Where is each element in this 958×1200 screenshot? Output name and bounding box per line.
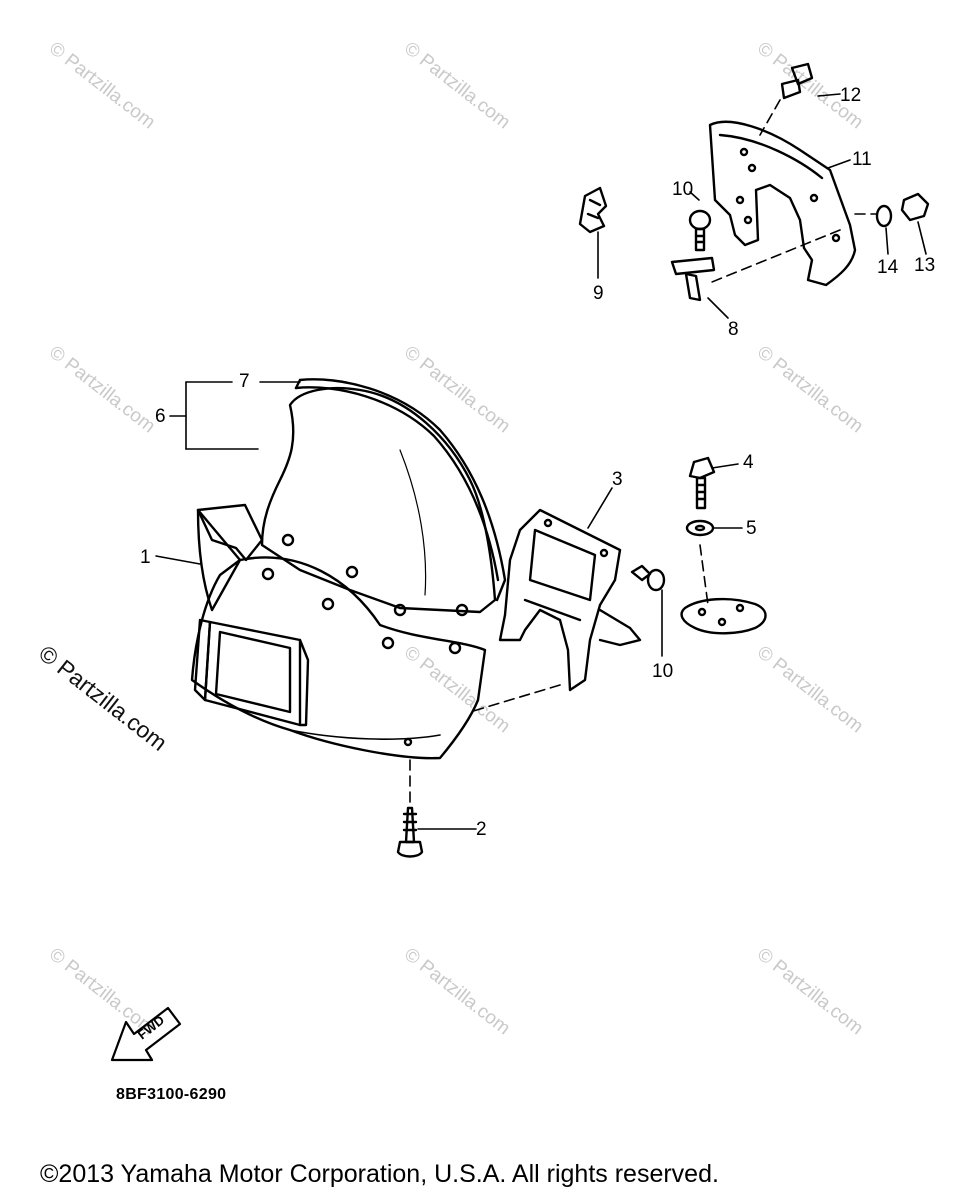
clip-part-9 <box>578 186 608 234</box>
callout-2: 2 <box>476 819 487 840</box>
callout-1: 1 <box>140 547 151 568</box>
bracket-part-8 <box>670 256 716 302</box>
nut-part-13 <box>900 192 930 222</box>
callout-9: 9 <box>593 283 604 304</box>
fwd-arrow: FWD <box>110 1006 182 1062</box>
callout-8: 8 <box>728 319 739 340</box>
washer-part-14 <box>875 204 893 228</box>
callout-13: 13 <box>914 255 936 276</box>
callout-14: 14 <box>877 257 899 278</box>
cowling-part <box>190 503 487 760</box>
bracket-part <box>498 508 642 692</box>
mount-plate-part <box>680 597 767 635</box>
bolt-part-2 <box>396 806 424 858</box>
screw-part-10-upper <box>688 209 712 252</box>
callout-5: 5 <box>746 518 757 539</box>
callout-6: 6 <box>155 406 166 427</box>
callout-7: 7 <box>239 371 250 392</box>
callout-4: 4 <box>743 452 754 473</box>
stay-part-11 <box>708 120 857 287</box>
callout-10-lower: 10 <box>652 661 674 682</box>
callout-12: 12 <box>840 85 862 106</box>
callout-10-upper: 10 <box>672 179 694 200</box>
windshield-part <box>260 378 507 614</box>
copyright-notice: ©2013 Yamaha Motor Corporation, U.S.A. A… <box>40 1160 719 1188</box>
bolt-part-4 <box>688 456 716 510</box>
washer-part-5 <box>685 519 715 537</box>
bolt-part-12 <box>780 62 814 100</box>
callout-11: 11 <box>852 149 872 170</box>
callout-3: 3 <box>612 469 623 490</box>
diagram-code: 8BF3100-6290 <box>116 1086 227 1103</box>
screw-part-10-lower <box>630 564 666 592</box>
